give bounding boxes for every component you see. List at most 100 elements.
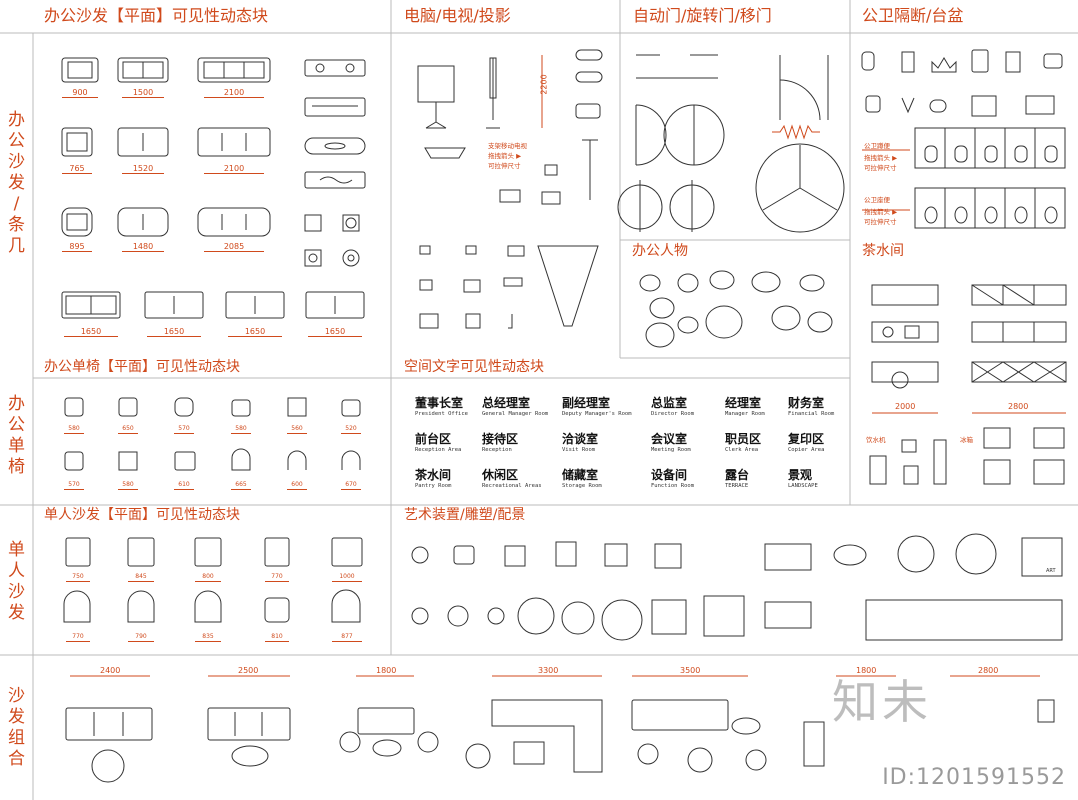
section-title-tv: 电脑/电视/投影 (404, 6, 511, 25)
dim-label: 670 (341, 480, 361, 490)
dim-label: 650 (118, 424, 138, 434)
dim-label: 1800 (376, 666, 397, 675)
dim-label: 3500 (680, 666, 701, 675)
toilet-note-wc: 公卫座便 (864, 196, 890, 204)
combo-plans (65, 699, 1055, 783)
dim-label: 1800 (856, 666, 877, 675)
dim-label: 1650 (147, 327, 201, 337)
section-title-people: 办公人物 (632, 243, 688, 259)
section-title-tea: 茶水间 (862, 243, 904, 259)
people-plans (639, 270, 833, 348)
dim-label: 895 (62, 242, 92, 252)
dim-label: 2800 (978, 666, 999, 675)
toilet-note-wc-drag: 拖拽箭头 ▶ (864, 208, 898, 216)
dim-label-tv-height: 2200 (539, 74, 549, 95)
dim-label: 1500 (122, 88, 164, 98)
dim-label: 580 (118, 480, 138, 490)
tv-equipment-plans (417, 49, 603, 329)
dim-label: 2100 (204, 88, 264, 98)
section-title-single-chair: 办公单椅【平面】可见性动态块 (44, 359, 240, 375)
dim-label: 610 (174, 480, 194, 490)
toilet-note-urinal: 公卫蹲便 (864, 142, 890, 150)
dim-label: 520 (341, 424, 361, 434)
dim-label: 580 (64, 424, 84, 434)
tv-note-title: 支架移动电视 (488, 142, 527, 150)
dim-label: 1650 (64, 327, 118, 337)
tv-note-stretch: 可拉伸尺寸 (488, 162, 521, 170)
dim-label: 580 (231, 424, 251, 434)
tea-room-plans (869, 284, 1067, 485)
toilet-note-urinal-stretch: 可拉伸尺寸 (864, 164, 897, 172)
dim-label: 770 (265, 572, 289, 582)
dim-label: 2000 (895, 402, 916, 411)
dim-label: 2800 (1008, 402, 1029, 411)
side-label-sofa: 办公沙发/条几 (8, 110, 25, 256)
section-title-doors: 自动门/旋转门/移门 (633, 6, 772, 25)
side-label-chair: 办公单椅 (8, 394, 25, 477)
dim-label: 750 (66, 572, 90, 582)
toilet-note-wc-stretch: 可拉伸尺寸 (864, 218, 897, 226)
section-title-space-text: 空间文字可见性动态块 (404, 359, 544, 375)
dim-label: 2500 (238, 666, 259, 675)
dim-label: 800 (195, 572, 221, 582)
tea-label-fridge: 冰箱 (960, 436, 973, 444)
section-title-office-sofa: 办公沙发【平面】可见性动态块 (44, 6, 269, 25)
dim-label: 835 (195, 632, 221, 642)
dim-label: 1520 (122, 164, 164, 174)
dim-label: 2085 (204, 242, 264, 252)
toilet-plans (861, 49, 1066, 229)
dim-label: 900 (62, 88, 98, 98)
dim-label: 845 (128, 572, 154, 582)
side-label-combo: 沙发组合 (8, 686, 25, 769)
side-label-single-sofa: 单人沙发 (8, 540, 25, 623)
dim-label: 570 (64, 480, 84, 490)
door-plans (617, 54, 845, 233)
dim-label: 2400 (100, 666, 121, 675)
watermark-id: ID:1201591552 (882, 765, 1066, 790)
dim-label: 790 (128, 632, 154, 642)
dim-label: 765 (62, 164, 92, 174)
dim-label: 1480 (122, 242, 164, 252)
tv-note-drag: 拖拽箭头 ▶ (488, 152, 522, 160)
watermark-logo: 知未 (832, 675, 932, 729)
dim-label: 877 (332, 632, 362, 642)
dim-label: 600 (287, 480, 307, 490)
dim-label: 570 (174, 424, 194, 434)
dim-label: 1650 (308, 327, 362, 337)
single-chair-plans (64, 397, 361, 471)
dim-label: 810 (265, 632, 289, 642)
section-title-art: 艺术装置/雕塑/配景 (404, 507, 526, 523)
single-sofa-plans (63, 537, 363, 623)
section-title-single-sofa: 单人沙发【平面】可见性动态块 (44, 507, 240, 523)
section-title-toilet: 公卫隔断/台盆 (862, 6, 964, 25)
dim-label: 770 (66, 632, 90, 642)
toilet-note-urinal-drag: 拖拽箭头 ▶ (864, 154, 898, 162)
art-frame-label: ART (1046, 568, 1056, 574)
dim-label: 665 (231, 480, 251, 490)
art-plans (411, 533, 1063, 641)
dimension-marks (70, 412, 1066, 677)
dim-label: 560 (287, 424, 307, 434)
dim-label: 3300 (538, 666, 559, 675)
dim-label: 1000 (332, 572, 362, 582)
dim-label: 1650 (228, 327, 282, 337)
